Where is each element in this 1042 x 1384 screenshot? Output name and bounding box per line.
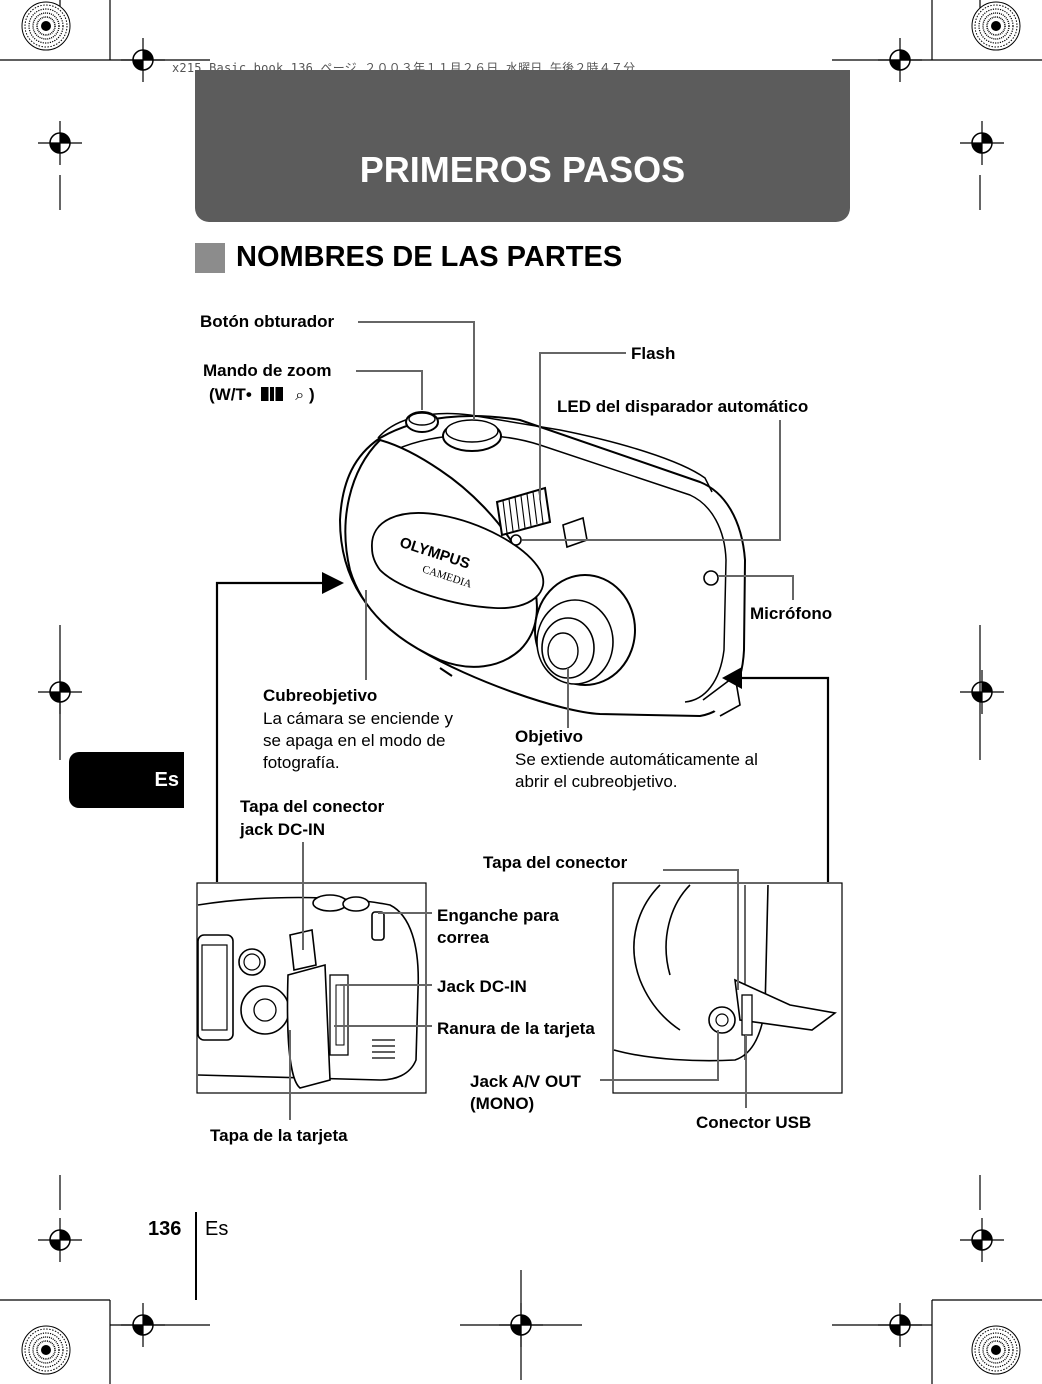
- starburst-mark-top-right: [971, 1, 1021, 51]
- cubreobjetivo-desc-line-3: fotografía.: [263, 753, 340, 772]
- arrow-head-right: [722, 667, 742, 689]
- folio-divider: [195, 1212, 197, 1300]
- label-objetivo: Objetivo: [515, 727, 584, 746]
- label-cubreobjetivo: Cubreobjetivo: [263, 686, 378, 705]
- inset-connector-arrows: [215, 581, 830, 882]
- index-grid-icon: [260, 387, 283, 401]
- section-marker-square: [195, 243, 225, 273]
- rear-leader-lines: [289, 842, 432, 1120]
- camera-front-illustration: [338, 411, 747, 718]
- chapter-title: PRIMEROS PASOS: [359, 149, 686, 190]
- label-led-disparador: LED del disparador automático: [557, 397, 809, 416]
- label-mando-zoom: Mando de zoom: [203, 361, 332, 380]
- label-mando-zoom-close: ): [308, 385, 315, 404]
- language-thumb-tab-label: Es: [154, 769, 179, 791]
- language-thumb-tab: [69, 752, 184, 808]
- section-title: NOMBRES DE LAS PARTES: [236, 241, 623, 273]
- objetivo-desc-line-2: abrir el cubreobjetivo.: [515, 772, 678, 791]
- chapter-header-band: [195, 70, 850, 222]
- label-ranura-tarjeta: Ranura de la tarjeta: [437, 1019, 595, 1038]
- label-mando-zoom-prefix: (W/T•: [209, 385, 252, 404]
- starburst-mark-bottom-right: [971, 1325, 1021, 1375]
- starburst-mark-bottom-left: [21, 1325, 71, 1375]
- leader-lines: [356, 321, 794, 728]
- label-enganche-line-2: correa: [437, 928, 489, 947]
- label-boton-obturador: Botón obturador: [200, 312, 335, 331]
- inset-side-frame: [612, 882, 843, 1094]
- label-tapa-conector: Tapa del conector: [483, 853, 628, 872]
- camera-side-illustration: [613, 884, 837, 1062]
- page-number: 136: [148, 1218, 182, 1240]
- label-jack-av-line-2: (MONO): [470, 1094, 535, 1113]
- cubreobjetivo-desc-line-1: La cámara se enciende y: [263, 709, 453, 728]
- arrow-head-left: [322, 572, 344, 594]
- label-conector-usb: Conector USB: [696, 1113, 812, 1132]
- magnifier-icon: ⌕: [295, 387, 305, 404]
- label-flash: Flash: [631, 344, 676, 363]
- label-tapa-dc-in-line-2: jack DC-IN: [240, 820, 326, 839]
- objetivo-desc-line-1: Se extiende automáticamente al: [515, 750, 758, 769]
- footer-language: Es: [205, 1218, 229, 1240]
- label-tapa-tarjeta: Tapa de la tarjeta: [210, 1126, 348, 1145]
- label-mando-zoom-sub: (W/T• ⌕ ): [209, 384, 315, 406]
- camera-rear-illustration: [197, 894, 420, 1089]
- label-jack-av-line-1: Jack A/V OUT: [470, 1072, 581, 1091]
- label-tapa-dc-in-line-1: Tapa del conector: [240, 797, 385, 816]
- starburst-mark-top-left: [21, 1, 71, 51]
- label-jack-dc-in: Jack DC-IN: [437, 977, 527, 996]
- cubreobjetivo-desc-line-2: se apaga en el modo de: [263, 731, 446, 750]
- label-enganche-line-1: Enganche para: [437, 906, 559, 925]
- side-leader-lines: [600, 869, 747, 1108]
- label-microfono: Micrófono: [750, 604, 833, 623]
